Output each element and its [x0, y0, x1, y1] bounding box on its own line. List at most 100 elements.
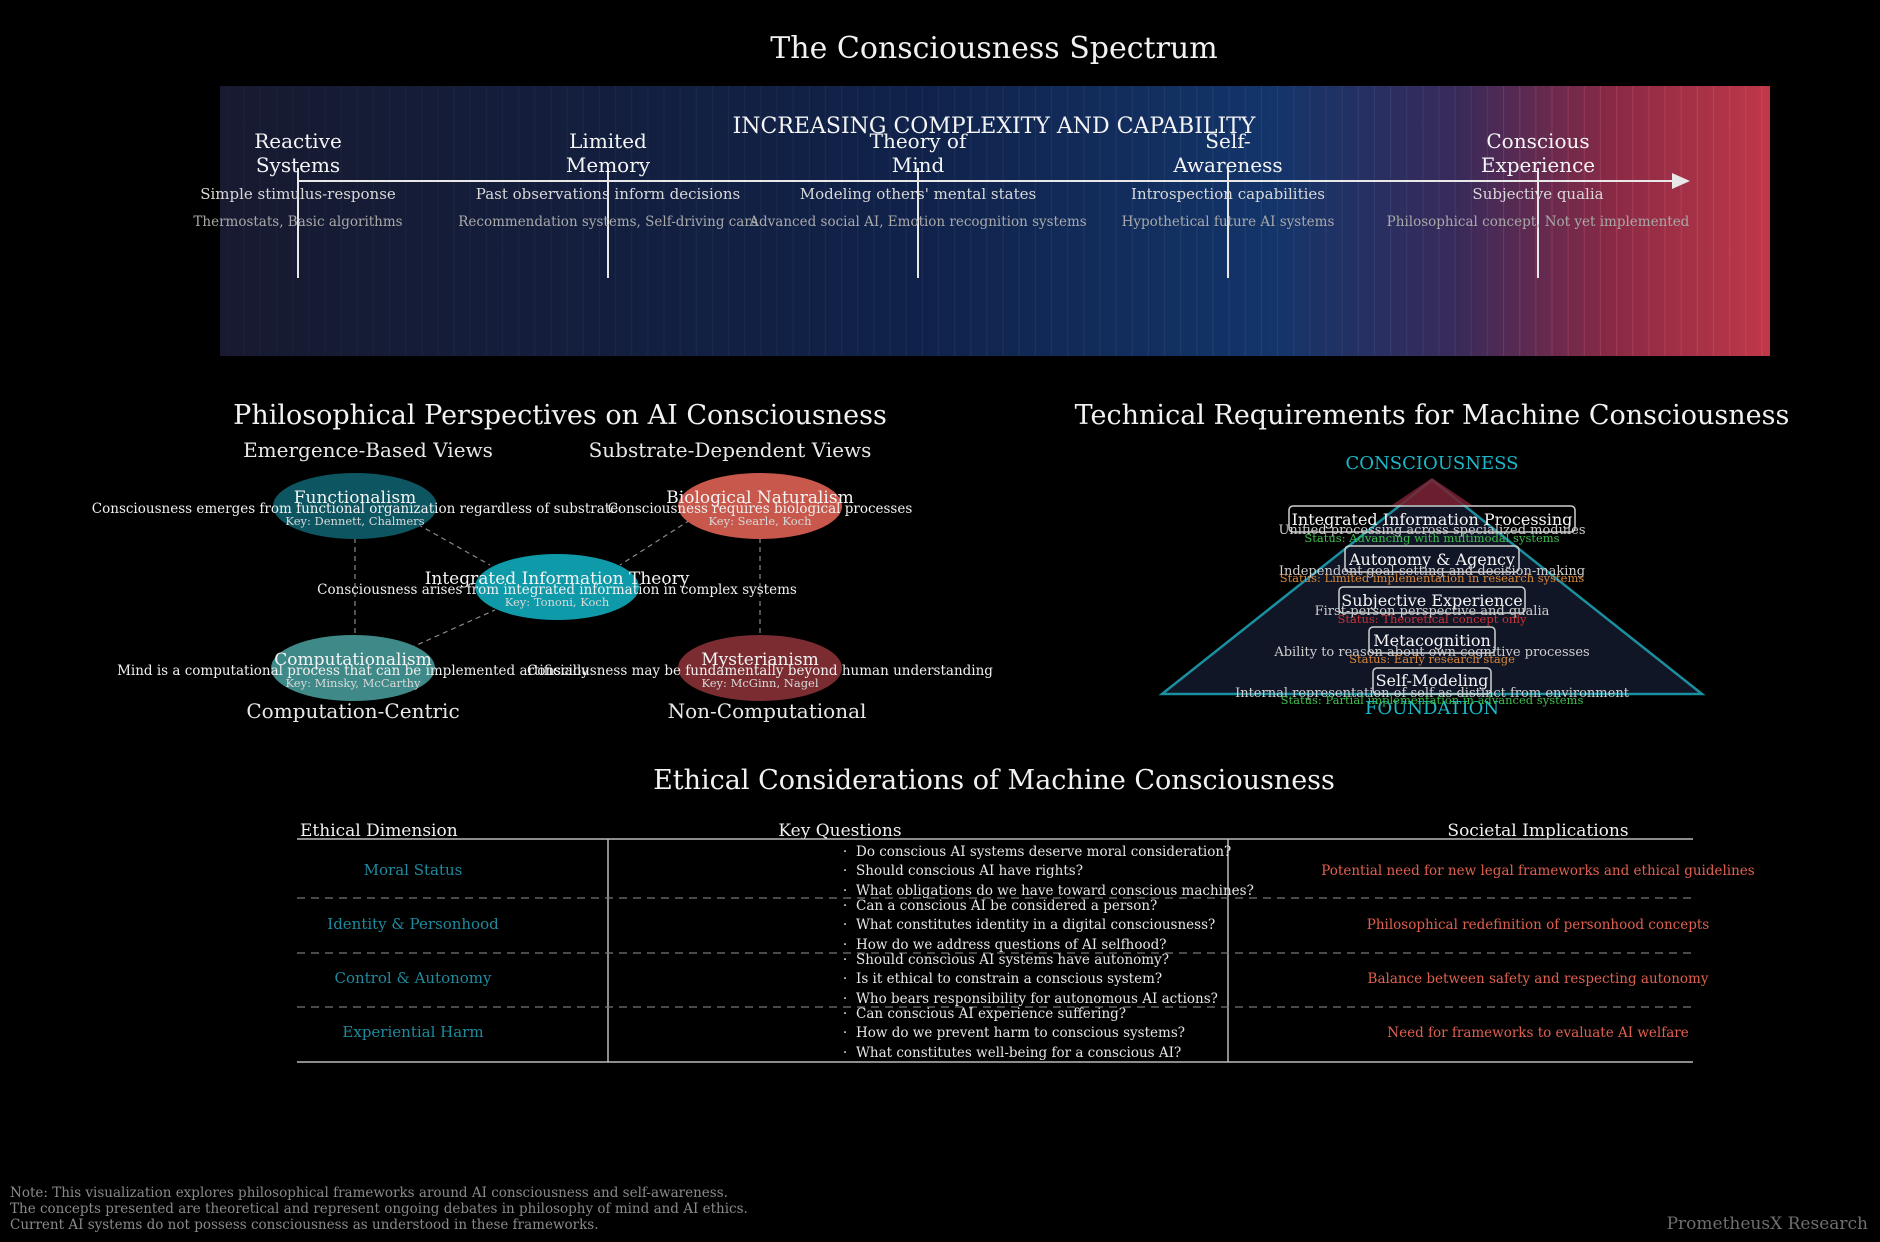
brand-signature: PrometheusX Research	[1667, 1214, 1868, 1234]
node-name: Biological Naturalism	[666, 488, 853, 508]
requirement-level: Self-Modeling Internal representation of…	[1235, 667, 1630, 707]
bullet-dot: ·	[843, 863, 847, 879]
requirement-description: Ability to reason about own cognitive pr…	[1273, 645, 1589, 660]
node-key-thinkers: Key: Searle, Koch	[708, 514, 812, 528]
stage-name-line2: Systems	[256, 153, 340, 177]
row-dimension: Experiential Harm	[342, 1023, 483, 1041]
node-functionalism: Functionalism Consciousness emerges from…	[92, 473, 618, 539]
connector-computationalism-iit	[409, 609, 496, 649]
requirement-box	[1288, 505, 1576, 533]
stage-description: Modeling others' mental states	[800, 185, 1036, 203]
stage-name-line1: Limited	[569, 129, 647, 153]
requirement-name: Integrated Information Processing	[1292, 510, 1573, 529]
page-title: The Consciousness Spectrum	[770, 31, 1217, 66]
footnote-line: The concepts presented are theoretical a…	[10, 1201, 748, 1217]
node-name: Functionalism	[294, 488, 417, 508]
group-label-noncomputational: Non-Computational	[668, 699, 867, 723]
row-question: What constitutes identity in a digital c…	[856, 917, 1215, 933]
node-name: Integrated Information Theory	[425, 569, 690, 589]
stage-name-line2: Memory	[566, 153, 651, 177]
node-name: Computationalism	[274, 650, 431, 670]
spectrum-banner: INCREASING COMPLEXITY AND CAPABILITY	[733, 114, 1256, 139]
row-implication: Philosophical redefinition of personhood…	[1367, 917, 1710, 933]
ethics-heading: Ethical Considerations of Machine Consci…	[653, 765, 1335, 796]
table-row: Control & Autonomy · Should conscious AI…	[334, 952, 1708, 1007]
node-description: Consciousness arises from integrated inf…	[317, 582, 797, 598]
stage-examples: Recommendation systems, Self-driving car…	[458, 214, 758, 230]
stage-examples: Thermostats, Basic algorithms	[193, 214, 402, 230]
row-implication: Need for frameworks to evaluate AI welfa…	[1387, 1025, 1688, 1041]
stage-description: Introspection capabilities	[1131, 185, 1325, 203]
requirement-name: Metacognition	[1373, 631, 1491, 650]
bullet-dot: ·	[843, 898, 847, 914]
node-biological-naturalism: Biological Naturalism Consciousness requ…	[608, 473, 913, 539]
table-header-dimension: Ethical Dimension	[300, 821, 458, 841]
node-shape	[273, 473, 437, 539]
stage-description: Past observations inform decisions	[476, 185, 740, 203]
row-question: Can conscious AI experience suffering?	[856, 1006, 1126, 1022]
bullet-dot: ·	[843, 1045, 847, 1061]
node-computationalism: Computationalism Mind is a computational…	[117, 635, 589, 701]
spectrum-gradient-band	[220, 86, 1770, 356]
requirement-level: Integrated Information Processing Unifie…	[1278, 505, 1586, 545]
table-header-questions: Key Questions	[778, 821, 901, 841]
connector-functionalism-iit	[409, 519, 491, 566]
row-question: Can a conscious AI be considered a perso…	[856, 898, 1157, 914]
node-shape	[678, 635, 842, 701]
bullet-dot: ·	[843, 917, 847, 933]
footnote-line: Note: This visualization explores philos…	[10, 1185, 728, 1201]
requirement-box	[1368, 626, 1496, 654]
requirement-description: Unified processing across specialized mo…	[1278, 523, 1585, 538]
requirement-level: Metacognition Ability to reason about ow…	[1273, 626, 1590, 666]
row-question: Is it ethical to constrain a conscious s…	[856, 971, 1162, 987]
bullet-dot: ·	[843, 937, 847, 953]
row-dimension: Control & Autonomy	[334, 969, 492, 987]
pyramid-bottom-label: FOUNDATION	[1365, 698, 1499, 719]
table-row: Experiential Harm · Can conscious AI exp…	[342, 1006, 1688, 1061]
node-key-thinkers: Key: Minsky, McCarthy	[285, 676, 421, 690]
node-name: Mysterianism	[701, 650, 819, 670]
node-integrated-information-theory: Integrated Information Theory Consciousn…	[317, 554, 797, 620]
node-description: Consciousness may be fundamentally beyon…	[527, 663, 993, 679]
stage-name-line1: Self-	[1205, 129, 1250, 153]
spectrum-stage: Reactive Systems Simple stimulus-respons…	[193, 129, 403, 278]
requirement-status: Status: Partial implementation in advanc…	[1281, 693, 1584, 707]
connector-naturalism-iit	[619, 519, 691, 566]
row-question: What constitutes well-being for a consci…	[856, 1045, 1181, 1061]
ethics-panel: Ethical Considerations of Machine Consci…	[297, 765, 1755, 1063]
spectrum-stage: Conscious Experience Subjective qualia P…	[1387, 129, 1690, 278]
stage-examples: Philosophical concept, Not yet implement…	[1387, 214, 1690, 230]
requirement-description: Internal representation of self as disti…	[1235, 686, 1630, 701]
bullet-dot: ·	[843, 1006, 847, 1022]
requirement-description: Independent goal-setting and decision-ma…	[1279, 564, 1585, 579]
bullet-dot: ·	[843, 952, 847, 968]
requirement-level: Subjective Experience First-person persp…	[1315, 586, 1550, 626]
perspectives-panel: Philosophical Perspectives on AI Conscio…	[92, 400, 994, 723]
spectrum-stripes	[227, 86, 1763, 356]
requirement-status: Status: Advancing with multimodal system…	[1304, 531, 1559, 545]
requirement-status: Status: Limited implementation in resear…	[1280, 571, 1585, 585]
spectrum-panel: INCREASING COMPLEXITY AND CAPABILITY Rea…	[193, 86, 1770, 356]
group-label-computation: Computation-Centric	[246, 699, 459, 723]
spectrum-stage: Limited Memory Past observations inform …	[458, 129, 758, 278]
node-description: Consciousness requires biological proces…	[608, 501, 913, 517]
row-dimension: Moral Status	[364, 861, 463, 879]
node-description: Mind is a computational process that can…	[117, 663, 589, 679]
node-shape	[475, 554, 639, 620]
requirement-description: First-person perspective and qualia	[1315, 604, 1550, 619]
stage-name-line2: Experience	[1481, 153, 1595, 177]
stage-name-line2: Mind	[892, 153, 945, 177]
table-row: Moral Status · Do conscious AI systems d…	[364, 844, 1755, 899]
pyramid-top-label: CONSCIOUSNESS	[1346, 453, 1519, 474]
node-key-thinkers: Key: Dennett, Chalmers	[285, 514, 424, 528]
stage-examples: Hypothetical future AI systems	[1122, 214, 1335, 230]
node-shape	[678, 473, 842, 539]
row-implication: Balance between safety and respecting au…	[1368, 971, 1709, 987]
row-question: What obligations do we have toward consc…	[856, 883, 1254, 899]
bullet-dot: ·	[843, 844, 847, 860]
perspectives-heading: Philosophical Perspectives on AI Conscio…	[233, 400, 887, 431]
row-implication: Potential need for new legal frameworks …	[1321, 863, 1755, 879]
bullet-dot: ·	[843, 883, 847, 899]
requirement-status: Status: Early research stage	[1349, 652, 1515, 666]
